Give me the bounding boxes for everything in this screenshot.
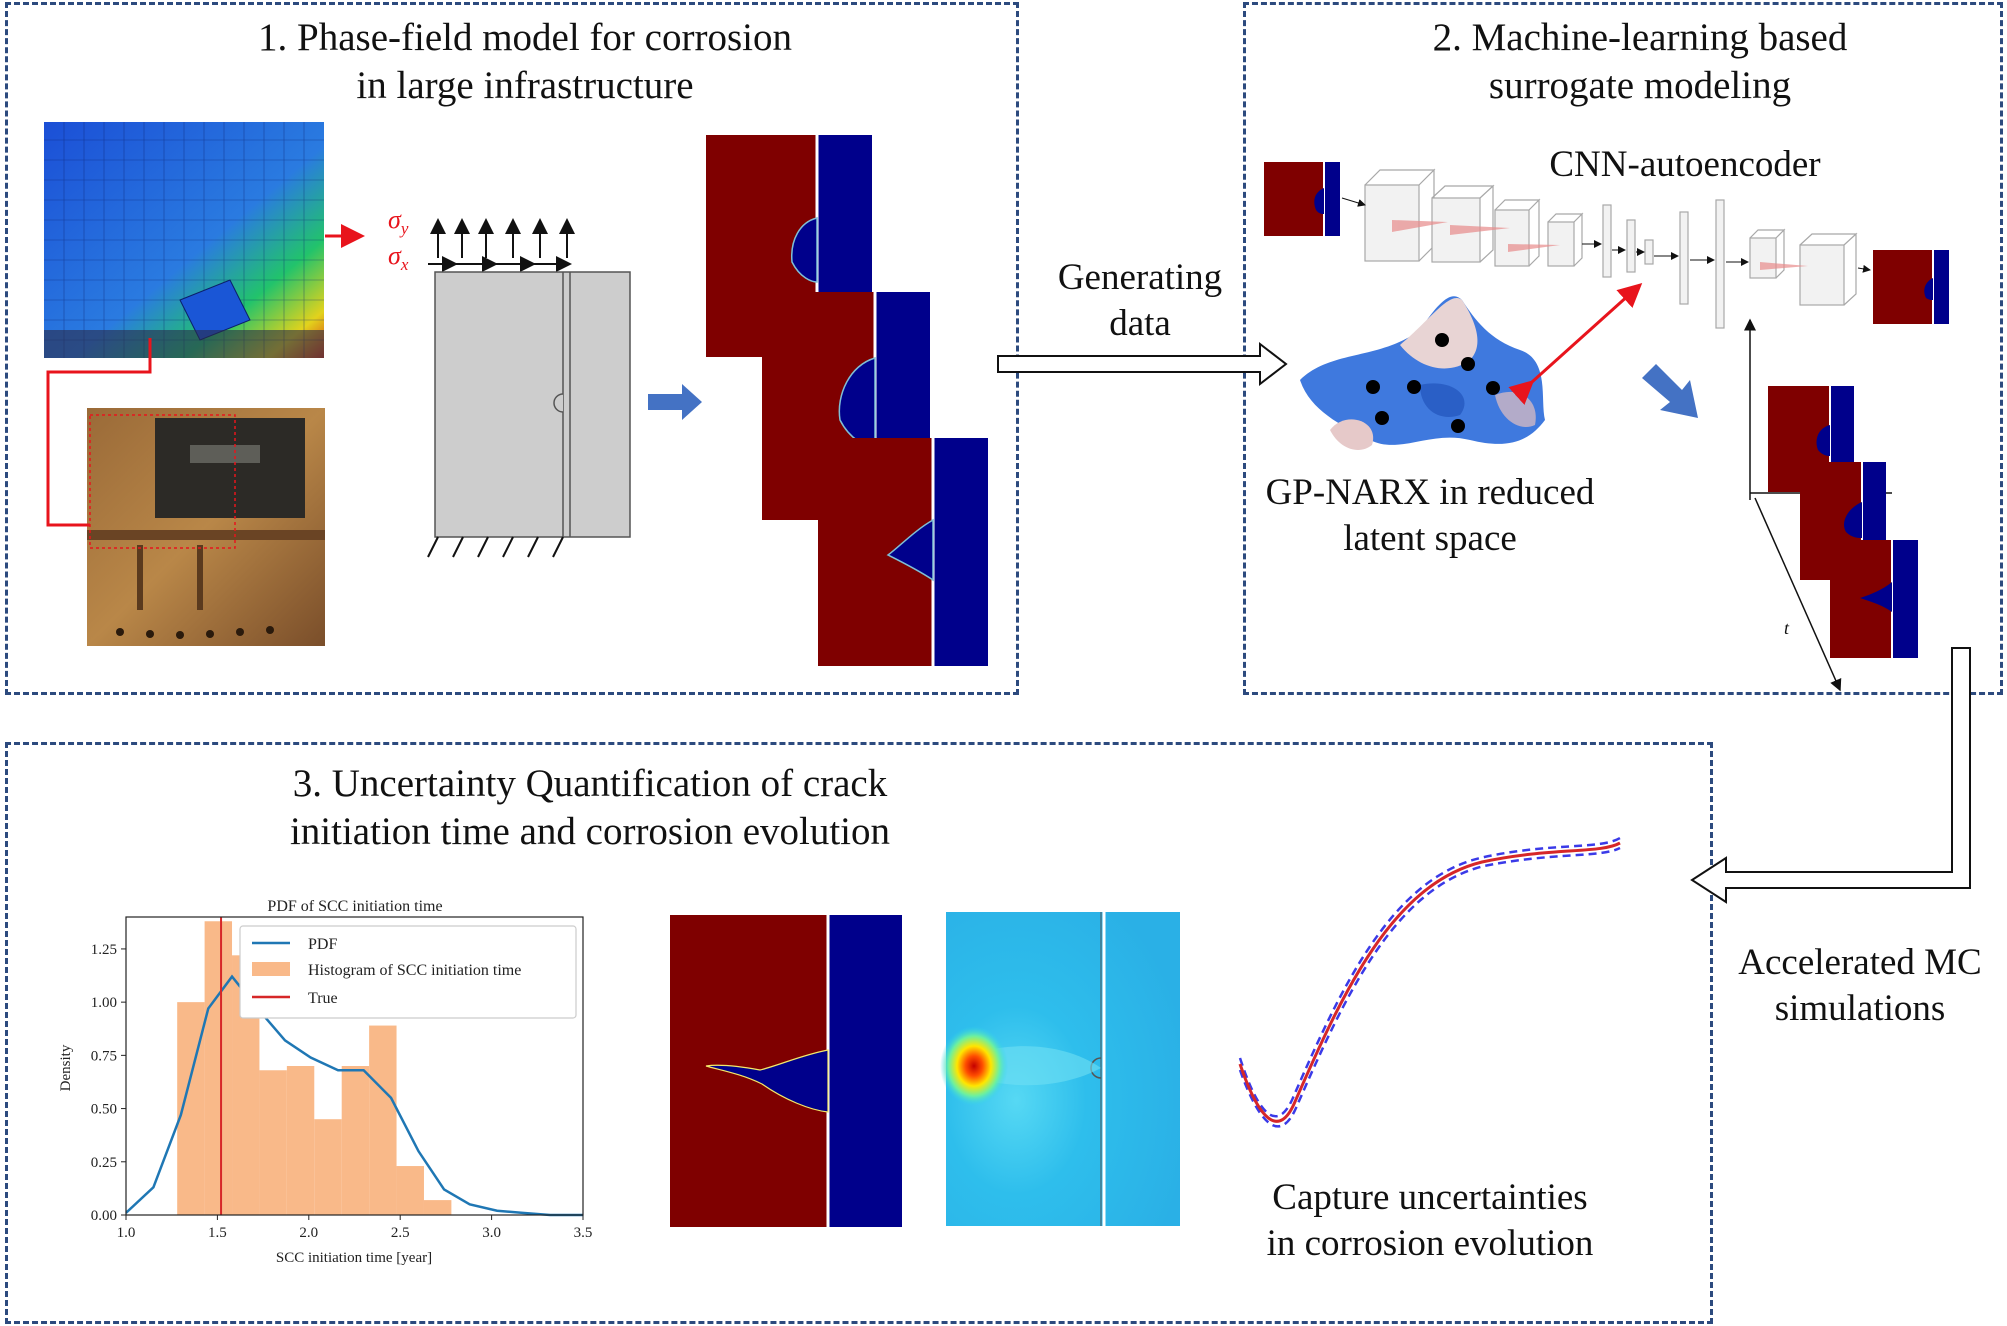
y-tick-label: 1.25 <box>91 942 117 958</box>
x-tick-label: 2.5 <box>391 1225 410 1241</box>
x-tick-label: 1.5 <box>208 1225 227 1241</box>
histogram-bar <box>341 1066 370 1215</box>
histogram-bar <box>314 1119 342 1215</box>
x-tick-label: 3.5 <box>574 1225 593 1241</box>
latent-mapping-arrow <box>1508 282 1643 405</box>
predicted-snapshot-3 <box>1830 540 1918 658</box>
panel-2-title-line-1: 2. Machine-learning based <box>1432 16 1848 59</box>
histogram-bar <box>423 1200 452 1215</box>
panel-1-title-line-1: 1. Phase-field model for corrosion <box>258 16 792 59</box>
panel-phase-field <box>5 2 1019 695</box>
panel-2-title: 2. Machine-learning based surrogate mode… <box>1300 14 1980 109</box>
accelerated-mc-label-line-1: Accelerated MC <box>1738 942 1982 983</box>
histogram-bar <box>259 1070 287 1215</box>
cnn-autoencoder-network <box>1364 168 1858 329</box>
capture-label-line-1: Capture uncertainties <box>1272 1177 1588 1218</box>
x-tick-label: 2.0 <box>299 1225 318 1241</box>
cnn-flow-arrows <box>1341 197 1871 273</box>
x-tick-label: 3.0 <box>482 1225 501 1241</box>
panel-3-title-line-1: 3. Uncertainty Quantification of crack <box>292 762 888 805</box>
capture-label-line-2: in corrosion evolution <box>1266 1223 1594 1265</box>
gp-narx-label-line-2: latent space <box>1343 518 1517 560</box>
panel-uncertainty <box>5 742 1713 1324</box>
legend-hist-label: Histogram of SCC initiation time <box>308 962 521 979</box>
corrosion-snapshot-1 <box>706 135 872 357</box>
legend-pdf-label: PDF <box>308 936 337 953</box>
corroded-structure-photo <box>87 408 325 646</box>
panel-3-title: 3. Uncertainty Quantification of crack i… <box>180 760 1000 855</box>
cnn-output-image <box>1873 250 1949 324</box>
cnn-autoencoder-label: CNN-autoencoder <box>1549 144 1821 185</box>
fem-model-image <box>44 122 324 358</box>
capture-uncertainties-label: Capture uncertainties in corrosion evolu… <box>1210 1175 1650 1268</box>
latent-space-surface <box>1300 296 1545 450</box>
chart-legend: PDF Histogram of SCC initiation time Tru… <box>239 925 577 1019</box>
panel-1-title-line-2: in large infrastructure <box>356 63 694 107</box>
pdf-curve <box>125 974 583 1217</box>
y-tick-label: 0.25 <box>91 1155 117 1171</box>
histogram-bar <box>286 1066 315 1215</box>
blue-process-arrow-2 <box>1642 364 1698 418</box>
x-axis-ticks: 1.0 1.5 2.0 2.5 3.0 3.5 <box>117 1215 593 1241</box>
corrosion-final-map <box>670 915 902 1227</box>
y-tick-label: 1.00 <box>91 995 117 1011</box>
x-tick-label: 1.0 <box>117 1225 136 1241</box>
generating-data-arrow <box>997 341 1288 387</box>
legend-hist-swatch <box>252 962 290 976</box>
scc-chart: PDF of SCC initiation time 1.0 1.5 2.0 2.5 3… <box>58 898 592 1266</box>
panel-ml-surrogate <box>1243 2 2003 695</box>
time-axis-label: t <box>1784 618 1790 638</box>
y-tick-label: 0.50 <box>91 1102 117 1118</box>
accelerated-mc-arrow <box>1690 647 1971 904</box>
accelerated-mc-label: Accelerated MC simulations <box>1720 940 2000 1033</box>
panel-2-title-line-2: surrogate modeling <box>1488 63 1792 107</box>
cnn-kernels <box>1392 220 1808 270</box>
y-axis-ticks: 0.00 0.25 0.50 0.75 1.00 1.25 <box>91 942 126 1224</box>
sigma-x-label: σx <box>388 241 409 274</box>
generating-label-line-2: data <box>1109 303 1171 345</box>
histogram-bar <box>204 921 233 1215</box>
cnn-input-image <box>1264 162 1340 236</box>
generating-label-line-1: Generating <box>1057 257 1223 298</box>
histogram-bar <box>396 1166 424 1215</box>
legend-true-label: True <box>308 990 338 1007</box>
stress-field-map <box>940 912 1180 1226</box>
y-axis-label: Density <box>58 1044 74 1091</box>
panel-3-title-line-2: initiation time and corrosion evolution <box>289 809 891 853</box>
corrosion-snapshot-3 <box>818 438 988 666</box>
y-tick-label: 0.00 <box>91 1208 117 1224</box>
gp-narx-label: GP-NARX in reduced latent space <box>1220 470 1640 563</box>
specimen-geometry <box>427 271 631 558</box>
corrosion-evolution-curves <box>1238 836 1621 1128</box>
gp-narx-label-line-1: GP-NARX in reduced <box>1265 472 1595 513</box>
histogram-bar <box>369 1025 397 1215</box>
sigma-y-label: σy <box>388 205 409 238</box>
blue-process-arrow-1 <box>648 384 702 420</box>
photo-link-lines <box>46 224 365 527</box>
accelerated-mc-label-line-2: simulations <box>1774 988 1946 1030</box>
y-tick-label: 0.75 <box>91 1048 117 1064</box>
histogram-bars <box>177 921 452 1215</box>
stress-arrows <box>428 218 575 272</box>
panel-1-title: 1. Phase-field model for corrosion in la… <box>150 14 900 109</box>
chart-title: PDF of SCC initiation time <box>267 898 442 915</box>
generating-data-label: Generating data <box>1040 255 1240 348</box>
chart-plot-frame <box>125 916 584 1216</box>
x-axis-label: SCC initiation time [year] <box>276 1250 432 1266</box>
